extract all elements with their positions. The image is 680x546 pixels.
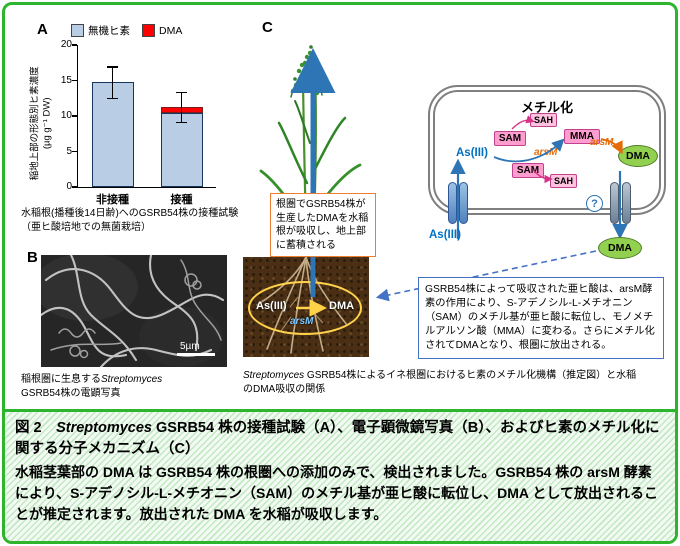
- sah1-box: SAH: [530, 113, 557, 127]
- soil-arsm-label: arsM: [290, 316, 314, 327]
- panicle-seeds: [290, 45, 325, 96]
- cell-as3-inside: As(III): [456, 147, 488, 159]
- y-axis-label: 稲地上部の形態別ヒ素濃度 (µg g⁻¹ DW): [29, 66, 53, 181]
- y-tick-mark: [71, 150, 77, 153]
- panel-a-caption: 水稲根(播種後14日齢)へのGSRB54株の接種試験 （亜ヒ酸培地での無菌栽培）: [21, 207, 249, 235]
- bar-segment: [91, 81, 134, 187]
- soil-as3-label: As(III): [256, 300, 287, 312]
- legend-item: 無機ヒ素: [71, 23, 130, 38]
- methylation-title: メチル化: [520, 100, 573, 115]
- error-bar-cap: [176, 91, 187, 94]
- x-category-label: 接種: [170, 194, 193, 206]
- y-tick-label: 10: [60, 110, 72, 121]
- efflux-transporter-right: [622, 182, 631, 224]
- em-scale-label: 5µm: [180, 341, 200, 352]
- panel-c-caption-species: Streptomyces: [243, 370, 305, 381]
- em-scale-bar: [177, 353, 215, 356]
- mma-box: MMA: [564, 129, 600, 144]
- cell-dma-outside: DMA: [598, 237, 642, 259]
- chart-legend: 無機ヒ素 DMA: [71, 23, 194, 42]
- figure-title-text: GSRB54 株の接種試験（A）、電子顕微鏡写真（B）、およびヒ素のメチル化に関…: [15, 420, 660, 458]
- y-tick-mark: [71, 186, 77, 188]
- legend-swatch: [142, 24, 155, 37]
- y-tick-mark: [71, 79, 77, 82]
- sam2-box: SAM: [512, 163, 544, 178]
- panel-b-caption: 稲根圏に生息するStreptomyces GSRB54株の電顕写真: [21, 373, 243, 401]
- panel-c-label: C: [262, 19, 273, 36]
- error-bar-cap: [107, 97, 118, 100]
- figure-title-species: Streptomyces: [56, 420, 152, 436]
- panel-b: B: [19, 245, 251, 407]
- y-tick-label: 20: [60, 39, 72, 50]
- rhizosphere-photo: As(III) DMA arsM: [243, 257, 369, 357]
- panel-b-label: B: [27, 249, 38, 266]
- error-bar-cap: [107, 66, 118, 68]
- panel-a-label: A: [37, 21, 48, 38]
- panel-b-caption-pre: 稲根圏に生息する: [21, 374, 101, 385]
- panel-c-caption: Streptomyces GSRB54株によるイネ根圏におけるヒ素のメチル化機構…: [243, 369, 645, 397]
- panel-a-caption-line1: 水稲根(播種後14日齢)へのGSRB54株の接種試験: [21, 208, 239, 219]
- figure-number: 図 2: [15, 420, 57, 436]
- legend-label: DMA: [159, 24, 183, 37]
- panel-c-caption-text: GSRB54株によるイネ根圏におけるヒ素のメチル化機構（推定図）と水稲のDMA吸…: [243, 370, 637, 395]
- y-tick-mark: [71, 115, 77, 117]
- electron-micrograph: 5µm: [41, 255, 227, 367]
- error-bar: [180, 91, 183, 122]
- influx-transporter-left: [448, 182, 457, 224]
- sah2-box: SAH: [550, 174, 577, 188]
- panel-a: A 無機ヒ素 DMA 稲地上部の形態別ヒ素濃度 (µg g⁻¹ DW) 0 5 10 1…: [19, 13, 251, 245]
- bacterial-cell-diagram: メチル化 As(III) SAM SAH MMA arsM SAM SAH ar…: [428, 85, 666, 240]
- rhizosphere-highlight-ellipse: As(III) DMA arsM: [248, 281, 362, 335]
- arsm1-label: arsM: [534, 147, 558, 158]
- influx-transporter-right: [459, 182, 468, 224]
- cell-as3-outside: As(III): [429, 229, 461, 241]
- panel-b-caption-line1: 稲根圏に生息するStreptomyces: [21, 373, 243, 387]
- uptake-annotation-box: 根圏でGSRB54株が生産したDMAを水稲根が吸収し、地上部に蓄積される: [270, 193, 376, 258]
- x-category-label: 非接種: [96, 194, 129, 206]
- unknown-transporter-question: ?: [586, 195, 603, 212]
- figure-caption-title: 図 2 Streptomyces GSRB54 株の接種試験（A）、電子顕微鏡写…: [15, 418, 665, 460]
- legend-swatch: [71, 24, 84, 37]
- panel-b-caption-species: Streptomyces: [101, 374, 163, 385]
- arsm2-label: arsM: [590, 137, 614, 148]
- soil-dma-label: DMA: [329, 300, 355, 312]
- em-filaments-drawing: 5µm: [41, 255, 227, 367]
- bar-chart: 0 5 10 15 20 非接種 接種: [61, 39, 216, 206]
- y-tick-label: 5: [66, 145, 72, 157]
- y-tick-label: 15: [60, 74, 72, 86]
- soil-arrow: [296, 299, 327, 317]
- legend-item: DMA: [142, 24, 182, 37]
- y-tick-mark: [71, 44, 77, 46]
- mechanism-annotation-box: GSRB54株によって吸収された亜ヒ酸は、arsM酵素の作用により、S-アデノシ…: [418, 277, 664, 359]
- y-tick-label: 0: [66, 181, 72, 192]
- figure-caption-block: 図 2 Streptomyces GSRB54 株の接種試験（A）、電子顕微鏡写…: [5, 409, 675, 541]
- efflux-transporter-left: [610, 182, 619, 224]
- figure-caption-body: 水稲茎葉部の DMA は GSRB54 株の根圏への添加のみで、検出されました。…: [15, 464, 658, 523]
- panel-a-caption-line2: （亜ヒ酸培地での無菌栽培）: [21, 221, 151, 233]
- legend-label: 無機ヒ素: [88, 25, 130, 37]
- cell-dma-inside: DMA: [618, 145, 658, 167]
- error-bar-cap: [176, 121, 187, 124]
- panel-b-caption-line2: GSRB54株の電顕写真: [21, 387, 121, 399]
- error-bar: [111, 66, 114, 98]
- bar-segment: [160, 113, 203, 187]
- sam1-box: SAM: [494, 131, 526, 146]
